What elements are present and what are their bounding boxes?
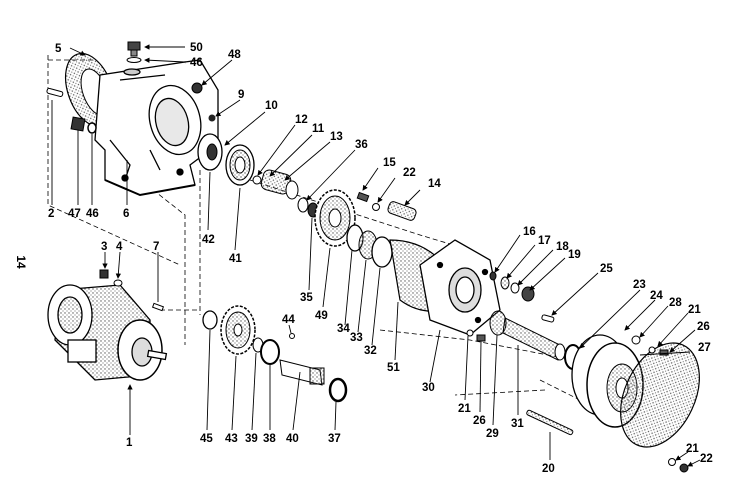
label-22b: 22 (700, 453, 713, 465)
ball (208, 114, 216, 122)
bolt-15 (356, 191, 370, 203)
label-18: 18 (556, 241, 569, 253)
washer-21c (668, 458, 676, 466)
bearing-38 (260, 339, 280, 365)
label-13: 13 (330, 131, 343, 143)
pinion-shaft (279, 359, 325, 386)
label-29: 29 (486, 428, 499, 440)
label-1: 1 (126, 437, 133, 449)
label-6: 6 (123, 208, 129, 220)
label-37: 37 (328, 433, 341, 445)
label-12: 12 (295, 114, 308, 126)
label-24: 24 (650, 290, 663, 302)
gear-housing (94, 59, 219, 197)
label-3: 3 (101, 241, 107, 253)
bolt-26 (476, 334, 486, 342)
pin-44 (289, 333, 295, 339)
label-35: 35 (300, 292, 313, 304)
label-51: 51 (387, 362, 400, 374)
label-14a: 14 (428, 178, 441, 190)
label-21a: 21 (688, 304, 701, 316)
label-17: 17 (538, 235, 551, 247)
label-7: 7 (153, 241, 159, 253)
label-23: 23 (633, 279, 646, 291)
end-plate (620, 342, 700, 448)
label-28: 28 (669, 297, 682, 309)
label-16: 16 (523, 226, 536, 238)
label-38: 38 (263, 433, 276, 445)
label-26a: 26 (697, 321, 710, 333)
nut-22 (679, 463, 689, 473)
leader-lines (51, 44, 701, 467)
washer-22 (372, 203, 380, 211)
label-40: 40 (286, 433, 299, 445)
label-47: 47 (68, 208, 81, 220)
intermediate-gear (220, 305, 256, 355)
label-10: 10 (265, 100, 278, 112)
spacer (297, 197, 309, 213)
label-41: 41 (229, 253, 242, 265)
end-cover (419, 239, 501, 336)
label-34: 34 (337, 323, 350, 335)
label-32: 32 (364, 345, 377, 357)
page-number: 14 (14, 255, 28, 269)
washer-21 (466, 329, 474, 337)
vent-plug (126, 41, 142, 63)
label-39: 39 (245, 433, 258, 445)
pinion-gear (260, 169, 299, 200)
nut-and-washer (70, 116, 97, 134)
label-36: 36 (355, 139, 368, 151)
label-5: 5 (55, 43, 62, 55)
label-46b: 46 (86, 208, 99, 220)
washer-28 (631, 335, 641, 345)
label-21b: 21 (458, 403, 471, 415)
washer-21b (648, 346, 656, 354)
spacer-sleeve (387, 201, 417, 221)
label-11: 11 (312, 123, 325, 135)
label-45: 45 (200, 433, 213, 445)
label-33: 33 (350, 332, 363, 344)
ball-bearing (225, 144, 255, 186)
label-9: 9 (238, 89, 244, 101)
nut-3 (99, 269, 109, 279)
label-22a: 22 (403, 167, 416, 179)
label-31: 31 (511, 418, 524, 430)
label-27: 27 (698, 342, 711, 354)
label-26b: 26 (473, 415, 486, 427)
label-4: 4 (116, 241, 123, 253)
label-19: 19 (568, 249, 581, 261)
part-number-labels: 5 50 46 48 9 10 12 11 13 36 15 22 14 2 4… (48, 42, 713, 475)
label-21c: 21 (686, 443, 699, 455)
electric-motor (47, 284, 168, 381)
bolt-26b (659, 349, 669, 356)
label-43: 43 (225, 433, 238, 445)
washer-4 (113, 279, 123, 287)
key-pin (541, 314, 555, 323)
label-50: 50 (190, 42, 203, 54)
label-44: 44 (282, 314, 295, 326)
output-shaft (502, 317, 566, 361)
dowel-pin (46, 87, 64, 98)
shim-pack (489, 271, 535, 302)
snap-ring (252, 175, 262, 185)
label-20: 20 (542, 463, 555, 475)
bearing-32 (371, 236, 393, 268)
bushing (202, 310, 218, 330)
label-48: 48 (228, 49, 241, 61)
drain-plug (191, 82, 203, 94)
label-42: 42 (202, 234, 215, 246)
key-7 (151, 302, 165, 312)
bearing-cover (197, 133, 223, 171)
tie-rod (526, 409, 574, 436)
circlip (328, 377, 348, 403)
label-46a: 46 (190, 57, 203, 69)
label-25: 25 (600, 263, 613, 275)
label-49: 49 (315, 310, 328, 322)
spur-gear (314, 189, 356, 247)
label-15: 15 (383, 157, 396, 169)
label-2: 2 (48, 208, 54, 220)
label-30: 30 (422, 382, 435, 394)
